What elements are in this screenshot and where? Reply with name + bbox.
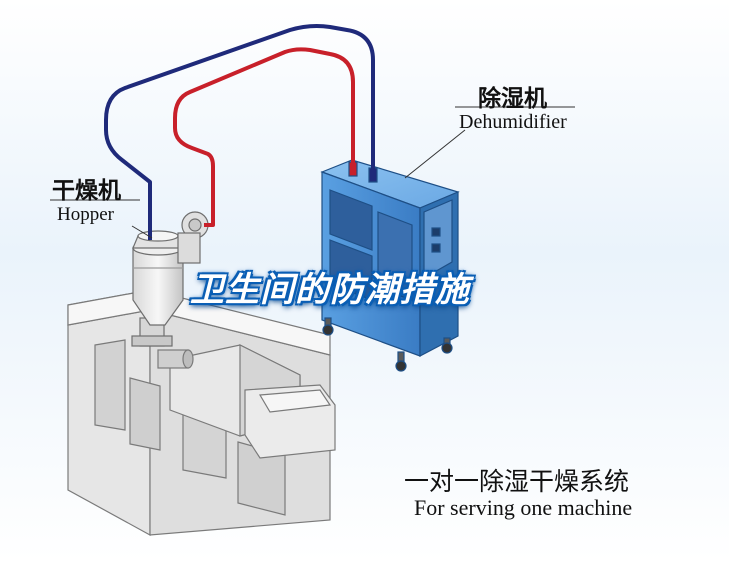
dehumidifier-leader-line (404, 129, 466, 179)
dehumidifier-unit (320, 159, 460, 372)
dry-air-pipe-red (173, 47, 355, 227)
injection-molding-machine (67, 289, 336, 537)
hopper-label-en: Hopper (57, 204, 114, 225)
system-caption-en: For serving one machine (414, 495, 633, 520)
system-caption-cn: 一对一除湿干燥系统 (404, 467, 630, 496)
overlay-title: 卫生间的防潮措施 (190, 270, 470, 310)
hopper-leader-line (131, 225, 153, 239)
dehumidifier-label-cn: 除湿机 (478, 86, 547, 112)
return-air-pipe-blue (104, 24, 375, 240)
hopper-label-cn: 干燥机 (52, 178, 121, 204)
dehumidifier-label-en: Dehumidifier (459, 111, 567, 133)
hopper-dryer (131, 211, 209, 347)
